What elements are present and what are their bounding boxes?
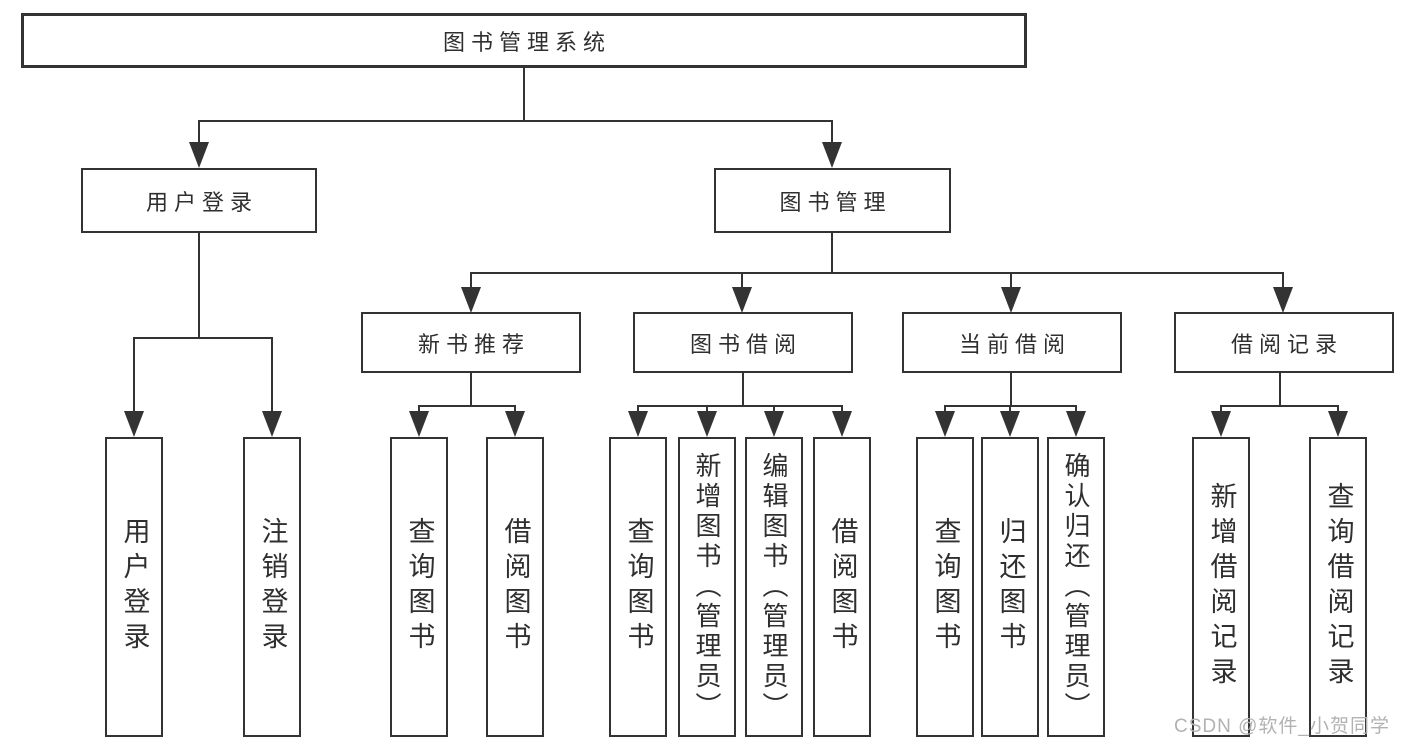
leaf-query-book-current: 查询图书 — [916, 437, 974, 737]
arrow-down-icon — [1000, 411, 1020, 437]
arrow-down-icon — [935, 411, 955, 437]
connector-line — [418, 405, 420, 415]
leaf-query-borrow-record: 查询借阅记录 — [1309, 437, 1367, 737]
connector-line — [637, 405, 639, 415]
connector-line — [198, 120, 200, 144]
connector-line — [1282, 272, 1284, 289]
arrow-down-icon — [1328, 411, 1348, 437]
arrow-down-icon — [409, 411, 429, 437]
connector-line — [1220, 405, 1222, 415]
leaf-query-book-borrowing: 查询图书 — [609, 437, 667, 737]
node-book-management: 图书管理 — [714, 168, 951, 233]
arrow-down-icon — [628, 411, 648, 437]
arrow-down-icon — [764, 411, 784, 437]
connector-line — [198, 233, 200, 339]
leaf-edit-book-admin: 编辑图书（管理员） — [745, 437, 803, 737]
connector-line — [523, 68, 525, 120]
arrow-down-icon — [461, 287, 481, 313]
leaf-add-borrow-record: 新增借阅记录 — [1192, 437, 1250, 737]
connector-line — [1010, 272, 1012, 289]
connector-line — [1337, 405, 1339, 415]
connector-line — [773, 405, 775, 415]
leaf-return-book: 归还图书 — [981, 437, 1039, 737]
leaf-confirm-return-admin: 确认归还（管理员） — [1047, 437, 1105, 737]
leaf-user-login: 用户登录 — [105, 437, 163, 737]
arrow-down-icon — [822, 142, 842, 168]
leaf-add-book-admin: 新增图书（管理员） — [678, 437, 736, 737]
connector-line — [1010, 373, 1012, 406]
arrow-down-icon — [832, 411, 852, 437]
arrow-down-icon — [1273, 287, 1293, 313]
arrow-down-icon — [697, 411, 717, 437]
arrow-down-icon — [1001, 287, 1021, 313]
leaf-query-book-recommend: 查询图书 — [390, 437, 448, 737]
connector-line — [841, 405, 843, 415]
connector-line — [271, 337, 273, 413]
connector-line — [741, 272, 743, 289]
connector-line — [133, 337, 273, 339]
connector-line — [418, 405, 516, 407]
connector-line — [470, 373, 472, 406]
leaf-borrow-book: 借阅图书 — [813, 437, 871, 737]
connector-line — [1279, 373, 1281, 406]
connector-line — [470, 272, 1284, 274]
connector-line — [1075, 405, 1077, 415]
connector-line — [742, 373, 744, 406]
watermark: CSDN @软件_小贺同学 — [1174, 716, 1390, 737]
connector-line — [637, 405, 843, 407]
arrow-down-icon — [1066, 411, 1086, 437]
node-current-borrowing: 当前借阅 — [902, 312, 1122, 373]
connector-line — [470, 272, 472, 289]
node-library-system: 图书管理系统 — [21, 13, 1027, 68]
node-new-book-recommend: 新书推荐 — [361, 312, 581, 373]
leaf-borrow-book-recommend: 借阅图书 — [486, 437, 544, 737]
arrow-down-icon — [732, 287, 752, 313]
connector-line — [944, 405, 946, 415]
connector-line — [706, 405, 708, 415]
connector-line — [831, 120, 833, 144]
connector-line — [1009, 405, 1011, 415]
node-borrowing-records: 借阅记录 — [1174, 312, 1394, 373]
arrow-down-icon — [262, 411, 282, 437]
arrow-down-icon — [505, 411, 525, 437]
connector-line — [1220, 405, 1339, 407]
leaf-logout: 注销登录 — [243, 437, 301, 737]
arrow-down-icon — [189, 142, 209, 168]
connector-line — [831, 233, 833, 274]
connector-line — [514, 405, 516, 415]
connector-line — [133, 337, 135, 413]
node-book-borrowing: 图书借阅 — [633, 312, 853, 373]
node-user-login: 用户登录 — [81, 168, 317, 233]
arrow-down-icon — [124, 411, 144, 437]
arrow-down-icon — [1211, 411, 1231, 437]
connector-line — [198, 120, 833, 122]
